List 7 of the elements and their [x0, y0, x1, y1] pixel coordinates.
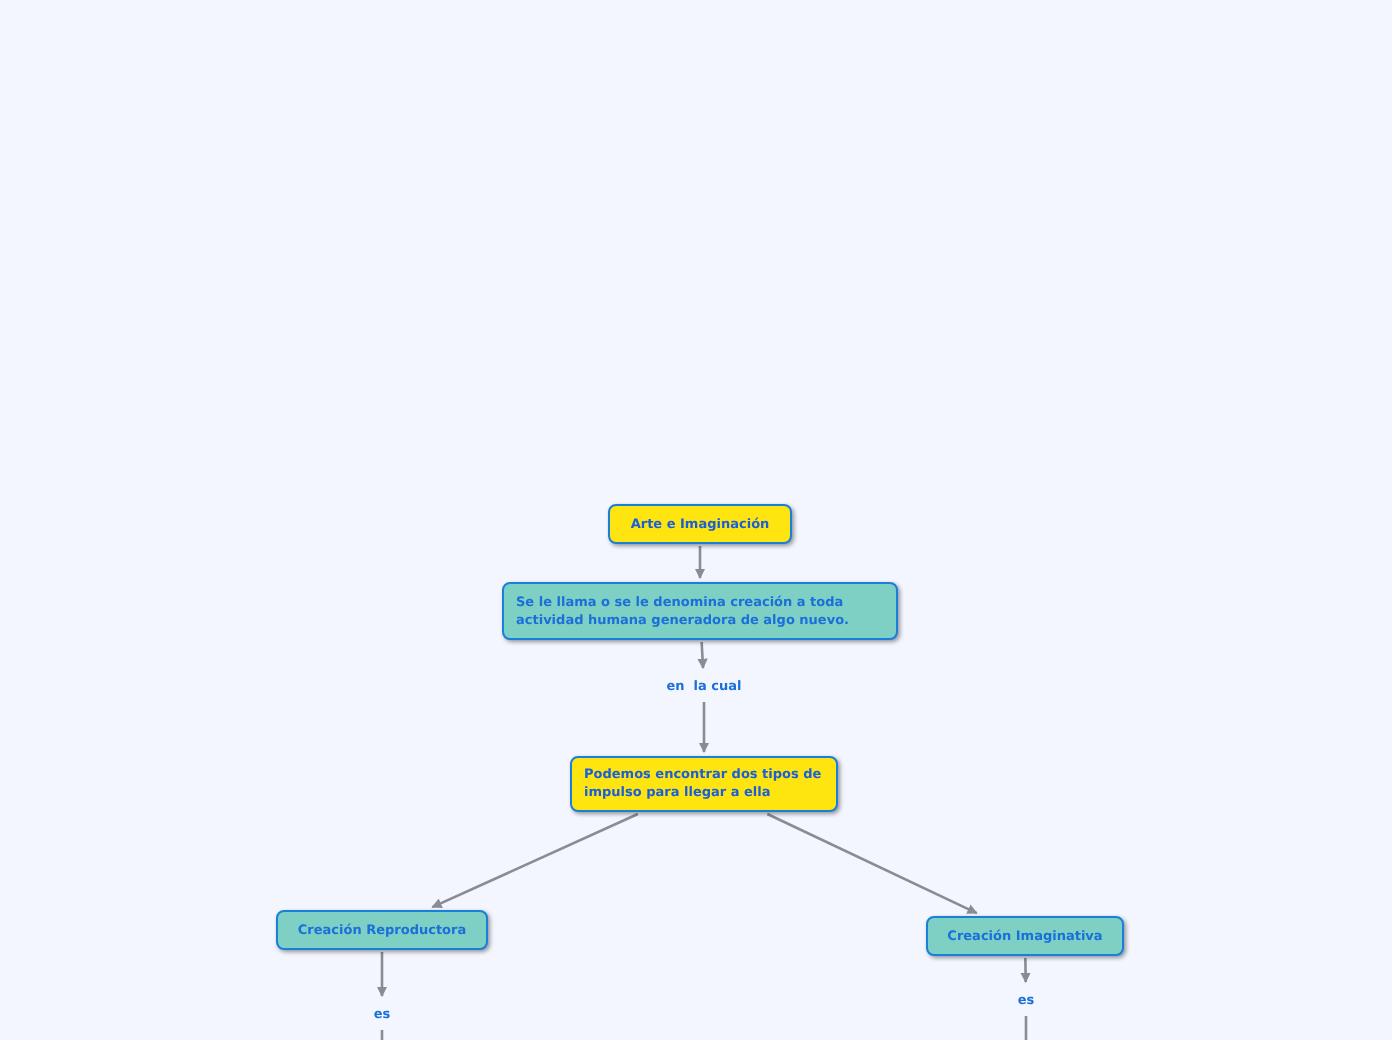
arrow	[694, 546, 706, 580]
arrow	[376, 952, 388, 998]
arrow	[766, 812, 978, 915]
arrow	[697, 641, 708, 670]
arrow	[431, 812, 639, 909]
arrow	[1020, 957, 1031, 984]
arrow	[698, 702, 710, 754]
